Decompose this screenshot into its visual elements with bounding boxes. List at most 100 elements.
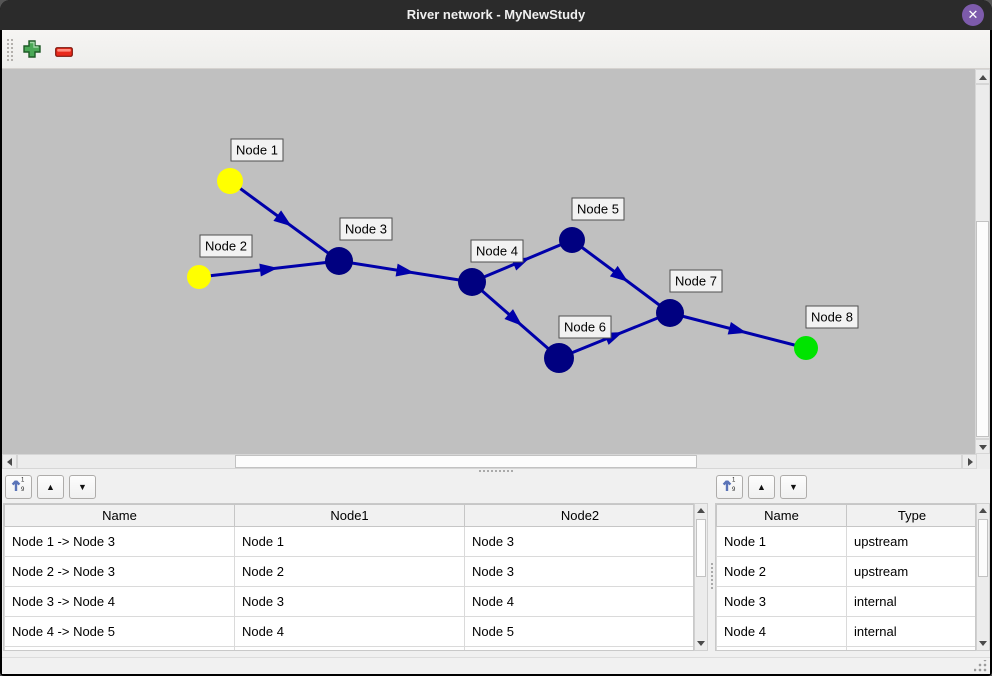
- links-move-up-button[interactable]: ▲: [37, 475, 64, 499]
- links-move-down-button[interactable]: ▼: [69, 475, 96, 499]
- up-arrow-icon: [979, 508, 987, 513]
- resize-grip[interactable]: [974, 660, 987, 672]
- table-cell[interactable]: [464, 646, 693, 650]
- node-label-node-4[interactable]: Node 4: [470, 239, 524, 263]
- canvas-horizontal-scrollbar[interactable]: [2, 454, 990, 469]
- table-cell[interactable]: [846, 646, 975, 650]
- table-cell[interactable]: upstream: [846, 556, 975, 587]
- svg-text:Node 4: Node 4: [476, 244, 518, 259]
- vertical-splitter[interactable]: [710, 473, 714, 657]
- scroll-left-button[interactable]: [2, 454, 17, 469]
- links-sort-button[interactable]: 1 9: [5, 475, 32, 499]
- node-node-8[interactable]: [794, 336, 818, 360]
- column-header[interactable]: Node2: [464, 504, 693, 527]
- column-header[interactable]: Node1: [234, 504, 465, 527]
- table-cell[interactable]: Node 2: [716, 556, 847, 587]
- svg-text:1: 1: [732, 478, 736, 484]
- title-bar[interactable]: River network - MyNewStudy ✕: [0, 0, 992, 30]
- remove-icon[interactable]: [55, 44, 73, 62]
- nodes-table-scrollbar[interactable]: [976, 503, 990, 651]
- node-node-3[interactable]: [325, 247, 353, 275]
- close-button[interactable]: ✕: [962, 4, 984, 26]
- node-node-1[interactable]: [217, 168, 243, 194]
- table-row: [716, 646, 975, 650]
- table-cell[interactable]: Node 1 -> Node 3: [4, 526, 235, 557]
- canvas-vertical-scrollbar[interactable]: [975, 69, 990, 454]
- table-cell[interactable]: Node 1: [716, 526, 847, 557]
- table-cell[interactable]: Node 4: [716, 616, 847, 647]
- table-row: [4, 646, 693, 650]
- table-cell[interactable]: Node 2 -> Node 3: [4, 556, 235, 587]
- table-cell[interactable]: [4, 646, 235, 650]
- left-arrow-icon: [7, 458, 12, 466]
- node-node-5[interactable]: [559, 227, 585, 253]
- table-cell[interactable]: Node 3: [464, 526, 693, 557]
- table-cell[interactable]: Node 1: [234, 526, 465, 557]
- sort-ascending-icon: 1 9: [722, 478, 736, 493]
- column-header[interactable]: Name: [4, 504, 235, 527]
- scroll-up-button[interactable]: [695, 504, 707, 518]
- node-label-node-1[interactable]: Node 1: [230, 138, 284, 162]
- node-label-node-8[interactable]: Node 8: [805, 305, 859, 329]
- column-header[interactable]: Type: [846, 504, 975, 527]
- edge-arrow-icon: [273, 210, 292, 227]
- table-cell[interactable]: Node 3 -> Node 4: [4, 586, 235, 617]
- table-cell[interactable]: Node 4: [464, 586, 693, 617]
- svg-text:Node 6: Node 6: [564, 320, 606, 335]
- node-label-node-5[interactable]: Node 5: [571, 197, 625, 221]
- node-label-node-6[interactable]: Node 6: [558, 315, 612, 339]
- svg-text:Node 5: Node 5: [577, 202, 619, 217]
- table-cell[interactable]: Node 3: [234, 586, 465, 617]
- node-node-7[interactable]: [656, 299, 684, 327]
- table-cell[interactable]: [716, 646, 847, 650]
- down-triangle-icon: ▼: [789, 482, 798, 492]
- scroll-right-button[interactable]: [962, 454, 977, 469]
- scrollbar-thumb[interactable]: [696, 519, 706, 577]
- svg-text:Node 7: Node 7: [675, 274, 717, 289]
- nodes-sort-button[interactable]: 1 9: [716, 475, 743, 499]
- scroll-down-button[interactable]: [695, 636, 707, 650]
- table-cell[interactable]: Node 4 -> Node 5: [4, 616, 235, 647]
- add-icon[interactable]: [23, 40, 41, 63]
- links-table-scrollbar[interactable]: [694, 503, 708, 651]
- scroll-down-button[interactable]: [977, 636, 989, 650]
- toolbar-grip[interactable]: [7, 39, 13, 61]
- node-label-node-3[interactable]: Node 3: [339, 217, 393, 241]
- node-node-4[interactable]: [458, 268, 486, 296]
- table-cell[interactable]: Node 4: [234, 616, 465, 647]
- table-cell[interactable]: internal: [846, 616, 975, 647]
- column-header[interactable]: Name: [716, 504, 847, 527]
- scroll-up-button[interactable]: [977, 504, 989, 518]
- edge-arrow-icon: [395, 263, 415, 277]
- scroll-up-button[interactable]: [975, 69, 990, 84]
- scroll-down-button[interactable]: [975, 439, 990, 454]
- scrollbar-thumb[interactable]: [976, 221, 989, 437]
- node-label-node-7[interactable]: Node 7: [669, 269, 723, 293]
- table-cell[interactable]: upstream: [846, 526, 975, 557]
- scrollbar-thumb[interactable]: [978, 519, 988, 577]
- table-cell[interactable]: Node 3: [716, 586, 847, 617]
- nodes-move-down-button[interactable]: ▼: [780, 475, 807, 499]
- nodes-move-up-button[interactable]: ▲: [748, 475, 775, 499]
- node-node-6[interactable]: [544, 343, 574, 373]
- table-cell[interactable]: Node 3: [464, 556, 693, 587]
- table-cell[interactable]: Node 2: [234, 556, 465, 587]
- node-label-node-2[interactable]: Node 2: [199, 234, 253, 258]
- network-canvas[interactable]: Node 1 Node 2 Node 3 Node 4 Node 5 Node 6 Node…: [2, 69, 975, 454]
- table-cell[interactable]: internal: [846, 586, 975, 617]
- table-cell[interactable]: Node 5: [464, 616, 693, 647]
- table-cell[interactable]: [234, 646, 465, 650]
- svg-text:Node 1: Node 1: [236, 143, 278, 158]
- scrollbar-thumb[interactable]: [235, 455, 697, 468]
- horizontal-splitter[interactable]: [2, 469, 990, 473]
- node-node-2[interactable]: [187, 265, 211, 289]
- sort-ascending-icon: 1 9: [11, 478, 25, 493]
